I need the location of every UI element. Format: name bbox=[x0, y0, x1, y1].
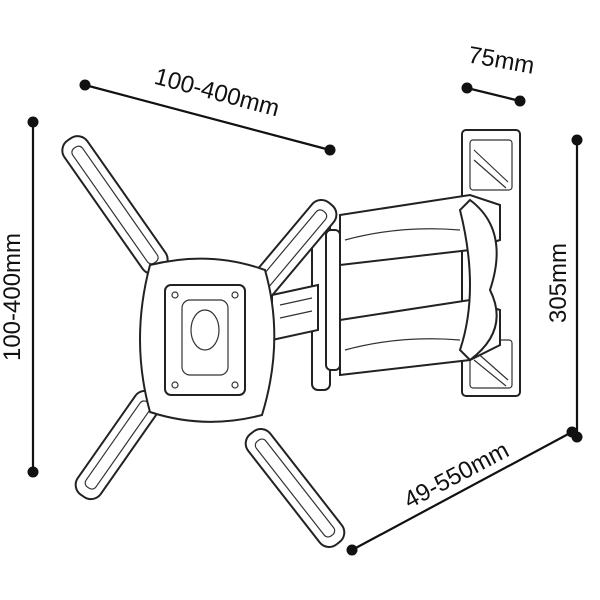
label-vesa-vertical: 100-400mm bbox=[0, 233, 26, 361]
label-vesa-horizontal: 100-400mm bbox=[152, 63, 283, 122]
vesa-bracket bbox=[61, 135, 346, 548]
dimension-vesa-horizontal: 100-400mm bbox=[79, 63, 336, 156]
dimension-wall-plate-height: 305mm bbox=[545, 134, 583, 443]
label-wall-depth: 75mm bbox=[466, 42, 536, 80]
dimension-wall-depth: 75mm bbox=[461, 42, 536, 107]
center-plate bbox=[139, 257, 276, 423]
dimension-extension: 49-550mm bbox=[346, 426, 578, 556]
articulating-arm bbox=[271, 193, 501, 391]
label-wall-plate-height: 305mm bbox=[545, 243, 572, 323]
dimension-vesa-vertical: 100-400mm bbox=[0, 116, 39, 478]
label-extension: 49-550mm bbox=[399, 437, 513, 515]
